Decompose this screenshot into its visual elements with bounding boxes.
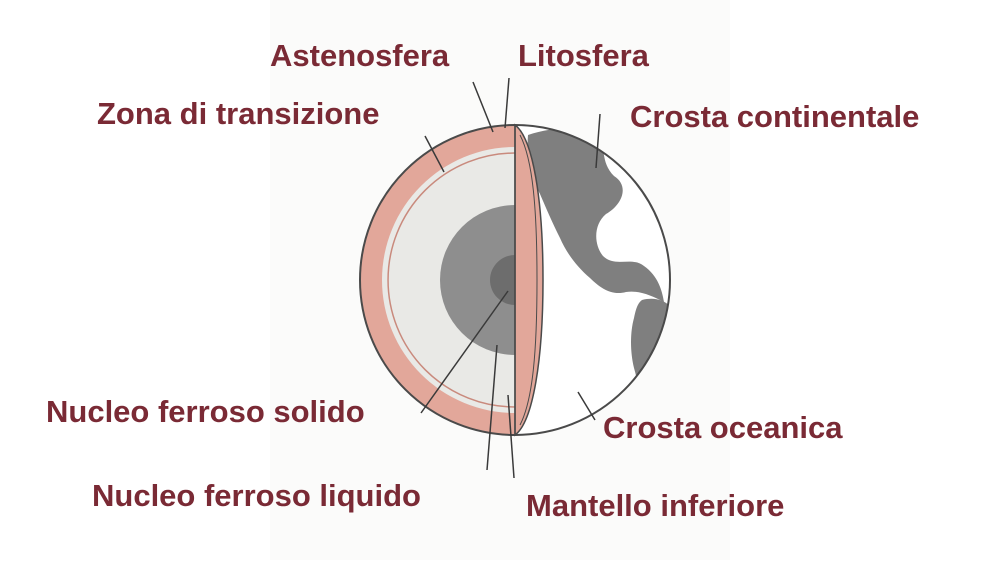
leader-litosfera bbox=[504, 77, 510, 129]
leader-astenosfera bbox=[472, 81, 494, 133]
transition-line bbox=[387, 152, 516, 408]
lithosphere-slab bbox=[514, 123, 544, 437]
leader-nucleo-solido bbox=[420, 290, 509, 414]
label-zona-di-transizione: Zona di transizione bbox=[97, 96, 380, 131]
inner-core bbox=[490, 255, 515, 305]
label-nucleo-ferroso-solido: Nucleo ferroso solido bbox=[46, 394, 365, 429]
outer-core bbox=[440, 205, 515, 355]
label-nucleo-ferroso-liquido: Nucleo ferroso liquido bbox=[92, 478, 421, 513]
label-crosta-continentale: Crosta continentale bbox=[630, 99, 920, 134]
north-america bbox=[527, 127, 664, 302]
leader-crosta-oceanica bbox=[577, 391, 596, 421]
label-litosfera: Litosfera bbox=[518, 38, 649, 73]
leader-crosta-continentale bbox=[595, 113, 601, 169]
leader-nucleo-liquido bbox=[486, 344, 498, 471]
leader-mantello-inferiore bbox=[507, 394, 515, 479]
label-astenosfera: Astenosfera bbox=[270, 38, 450, 73]
leader-zona-transizione bbox=[424, 135, 445, 173]
label-mantello-inferiore: Mantello inferiore bbox=[526, 488, 785, 523]
lithosphere-inner-line bbox=[519, 134, 538, 426]
leader-lines bbox=[420, 77, 601, 479]
label-crosta-oceanica: Crosta oceanica bbox=[603, 410, 843, 445]
